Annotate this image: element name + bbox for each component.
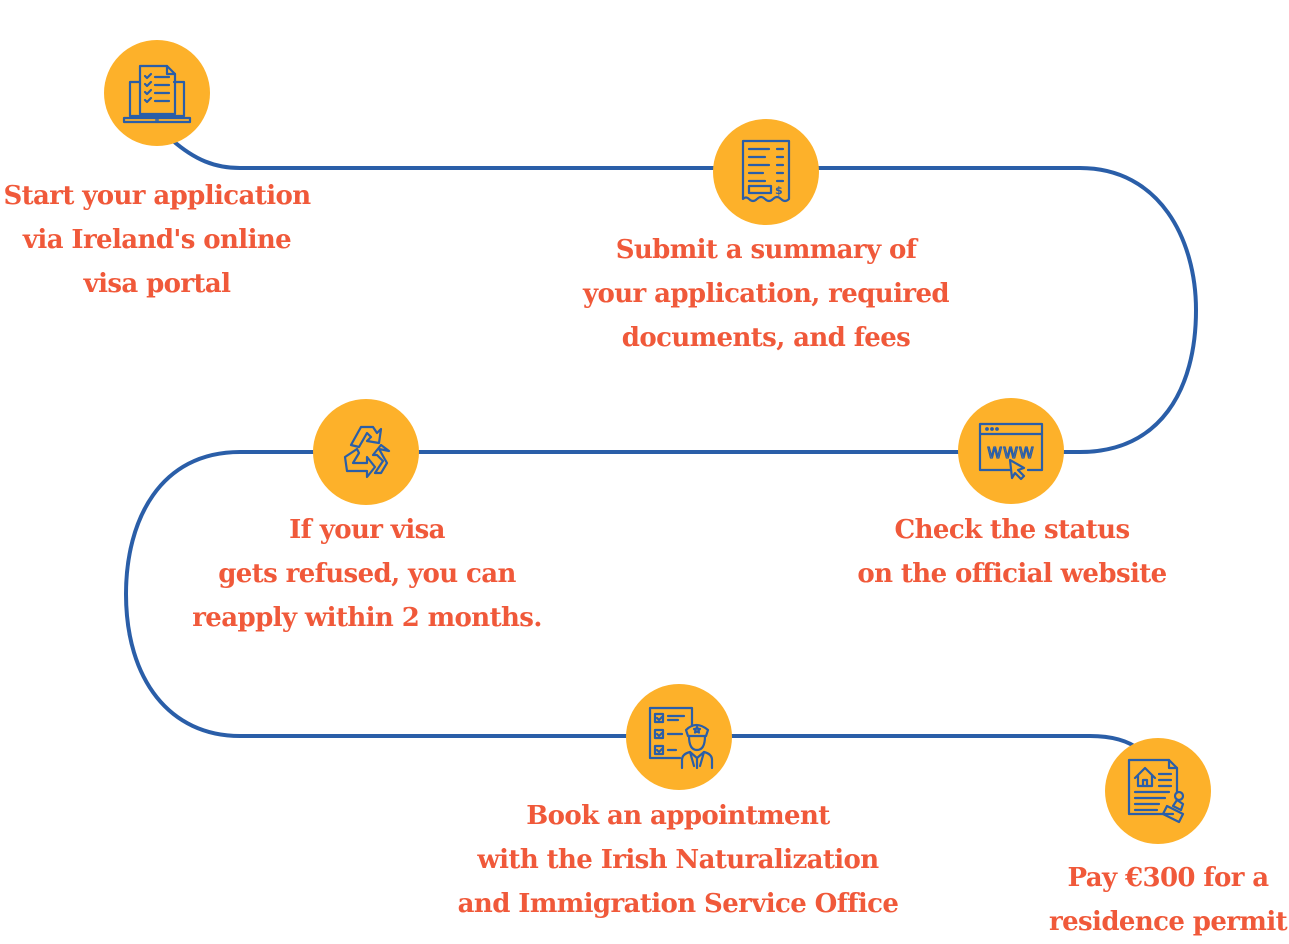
label-line: Check the status bbox=[894, 515, 1131, 545]
label-line: Pay €300 for a bbox=[1067, 863, 1270, 893]
label-line: Start your application bbox=[3, 181, 311, 211]
label-line: reapply within 2 months. bbox=[192, 603, 542, 633]
step-3-icon-circle: WWW bbox=[958, 398, 1064, 504]
label-line: Book an appointment bbox=[526, 801, 830, 831]
label-line: If your visa bbox=[289, 515, 445, 545]
step-5-label: Book an appointment with the Irish Natur… bbox=[440, 794, 916, 926]
label-line: and Immigration Service Office bbox=[457, 889, 899, 919]
receipt-invoice-icon: $ bbox=[741, 139, 791, 203]
label-line: your application, required bbox=[583, 279, 950, 309]
recycle-arrows-icon bbox=[343, 425, 391, 479]
step-1-label: Start your application via Ireland's onl… bbox=[0, 174, 314, 306]
stamped-house-document-icon bbox=[1127, 758, 1185, 824]
step-5-icon-circle bbox=[626, 684, 732, 790]
label-line: on the official website bbox=[857, 559, 1167, 589]
web-browser-www-icon: WWW bbox=[978, 422, 1044, 481]
label-line: Submit a summary of bbox=[615, 235, 917, 265]
label-line: visa portal bbox=[83, 269, 231, 299]
step-3-label: Check the status on the official website bbox=[842, 508, 1182, 596]
step-2-icon-circle: $ bbox=[713, 119, 819, 225]
label-line: residence permit bbox=[1048, 907, 1288, 937]
laptop-checklist-icon bbox=[122, 64, 192, 124]
step-2-label: Submit a summary of your application, re… bbox=[566, 228, 966, 360]
label-line: via Ireland's online bbox=[22, 225, 292, 255]
step-4-label: If your visa gets refused, you can reapp… bbox=[170, 508, 564, 640]
officer-checklist-icon bbox=[648, 706, 714, 770]
svg-text:WWW: WWW bbox=[987, 444, 1035, 462]
label-line: documents, and fees bbox=[621, 323, 911, 353]
label-line: gets refused, you can bbox=[218, 559, 516, 589]
step-1-icon-circle bbox=[104, 40, 210, 146]
roadmap-connector-line bbox=[123, 138, 1199, 752]
svg-text:$: $ bbox=[775, 184, 783, 197]
step-6-label: Pay €300 for a residence permit bbox=[1030, 856, 1289, 944]
label-line: with the Irish Naturalization bbox=[477, 845, 879, 875]
step-4-icon-circle bbox=[313, 399, 419, 505]
step-6-icon-circle bbox=[1105, 738, 1211, 844]
